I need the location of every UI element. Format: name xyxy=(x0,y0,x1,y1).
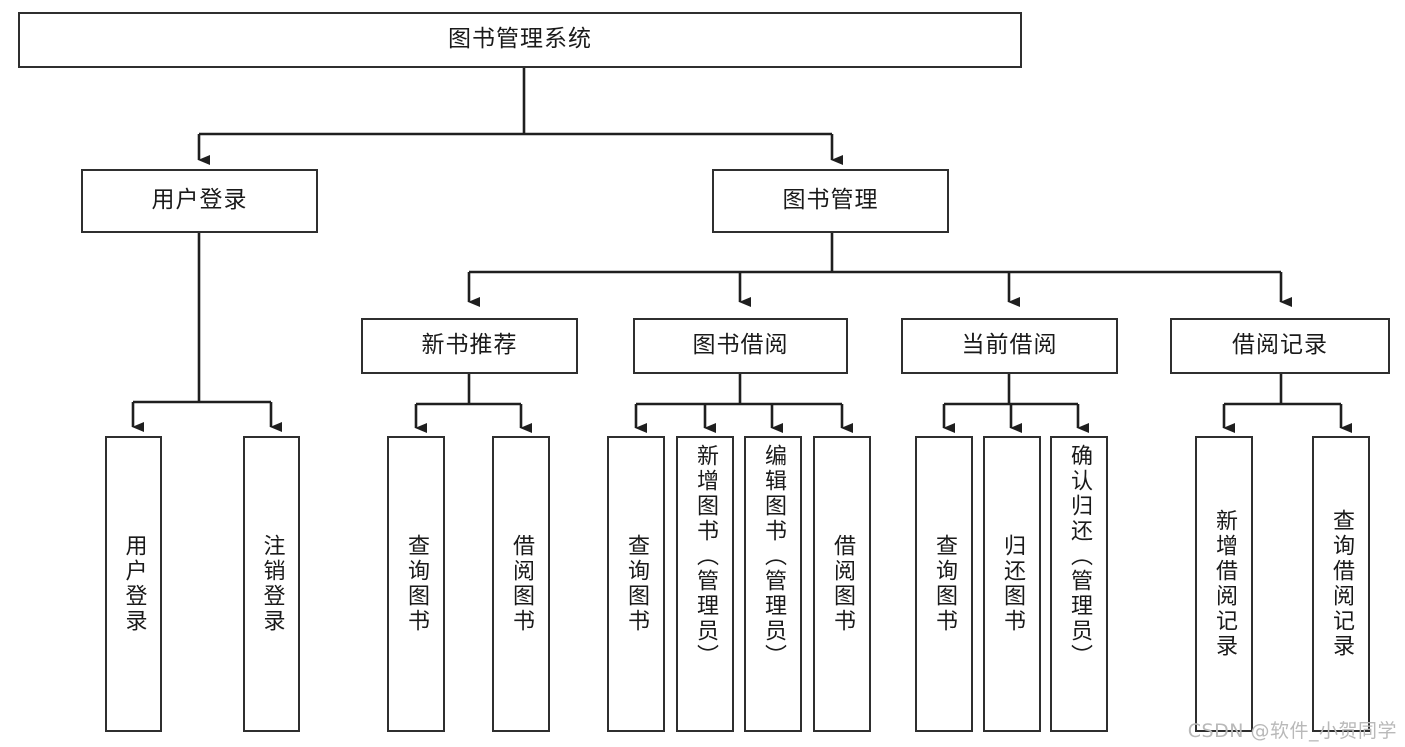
node-leaf-query-record[interactable]: 查询借阅记录 xyxy=(1312,436,1370,732)
node-root[interactable]: 图书管理系统 xyxy=(18,12,1022,68)
node-leaf-edit-book[interactable]: 编辑图书（管理员） xyxy=(744,436,802,732)
node-new-book-recommend-label: 新书推荐 xyxy=(421,332,518,359)
node-leaf-query-book-3[interactable]: 查询图书 xyxy=(915,436,973,732)
node-leaf-user-logout-label: 注销登录 xyxy=(259,534,285,634)
node-leaf-edit-book-label: 编辑图书（管理员） xyxy=(761,444,786,669)
node-borrow-record-label: 借阅记录 xyxy=(1232,332,1328,359)
node-leaf-confirm-return[interactable]: 确认归还（管理员） xyxy=(1050,436,1108,732)
node-user-login-label: 用户登录 xyxy=(151,187,248,214)
node-leaf-query-book-1[interactable]: 查询图书 xyxy=(387,436,445,732)
node-book-borrow[interactable]: 图书借阅 xyxy=(633,318,848,374)
node-leaf-confirm-return-label: 确认归还（管理员） xyxy=(1067,444,1092,669)
node-leaf-query-record-label: 查询借阅记录 xyxy=(1329,509,1354,659)
node-leaf-return-book[interactable]: 归还图书 xyxy=(983,436,1041,732)
node-leaf-add-record-label: 新增借阅记录 xyxy=(1212,509,1237,659)
node-leaf-add-record[interactable]: 新增借阅记录 xyxy=(1195,436,1253,732)
node-leaf-user-logout[interactable]: 注销登录 xyxy=(243,436,300,732)
node-borrow-record[interactable]: 借阅记录 xyxy=(1170,318,1390,374)
node-leaf-query-book-2[interactable]: 查询图书 xyxy=(607,436,665,732)
node-new-book-recommend[interactable]: 新书推荐 xyxy=(361,318,578,374)
node-leaf-add-book[interactable]: 新增图书（管理员） xyxy=(676,436,734,732)
node-leaf-query-book-1-label: 查询图书 xyxy=(404,534,429,634)
node-leaf-query-book-2-label: 查询图书 xyxy=(624,534,649,634)
node-leaf-user-login-label: 用户登录 xyxy=(121,534,147,634)
node-book-borrow-label: 图书借阅 xyxy=(692,332,789,359)
node-leaf-borrow-book-1-label: 借阅图书 xyxy=(509,534,534,634)
node-leaf-borrow-book-2[interactable]: 借阅图书 xyxy=(813,436,871,732)
node-current-borrow[interactable]: 当前借阅 xyxy=(901,318,1118,374)
node-user-login[interactable]: 用户登录 xyxy=(81,169,318,233)
node-leaf-return-book-label: 归还图书 xyxy=(1000,534,1025,634)
node-leaf-query-book-3-label: 查询图书 xyxy=(932,534,957,634)
node-root-label: 图书管理系统 xyxy=(448,26,592,53)
node-leaf-user-login[interactable]: 用户登录 xyxy=(105,436,162,732)
node-leaf-borrow-book-2-label: 借阅图书 xyxy=(830,534,855,634)
node-leaf-borrow-book-1[interactable]: 借阅图书 xyxy=(492,436,550,732)
node-book-management[interactable]: 图书管理 xyxy=(712,169,949,233)
node-leaf-add-book-label: 新增图书（管理员） xyxy=(693,444,718,669)
node-book-management-label: 图书管理 xyxy=(782,187,879,214)
node-current-borrow-label: 当前借阅 xyxy=(961,332,1058,359)
watermark-text: CSDN @软件_小贺同学 xyxy=(1187,720,1397,742)
